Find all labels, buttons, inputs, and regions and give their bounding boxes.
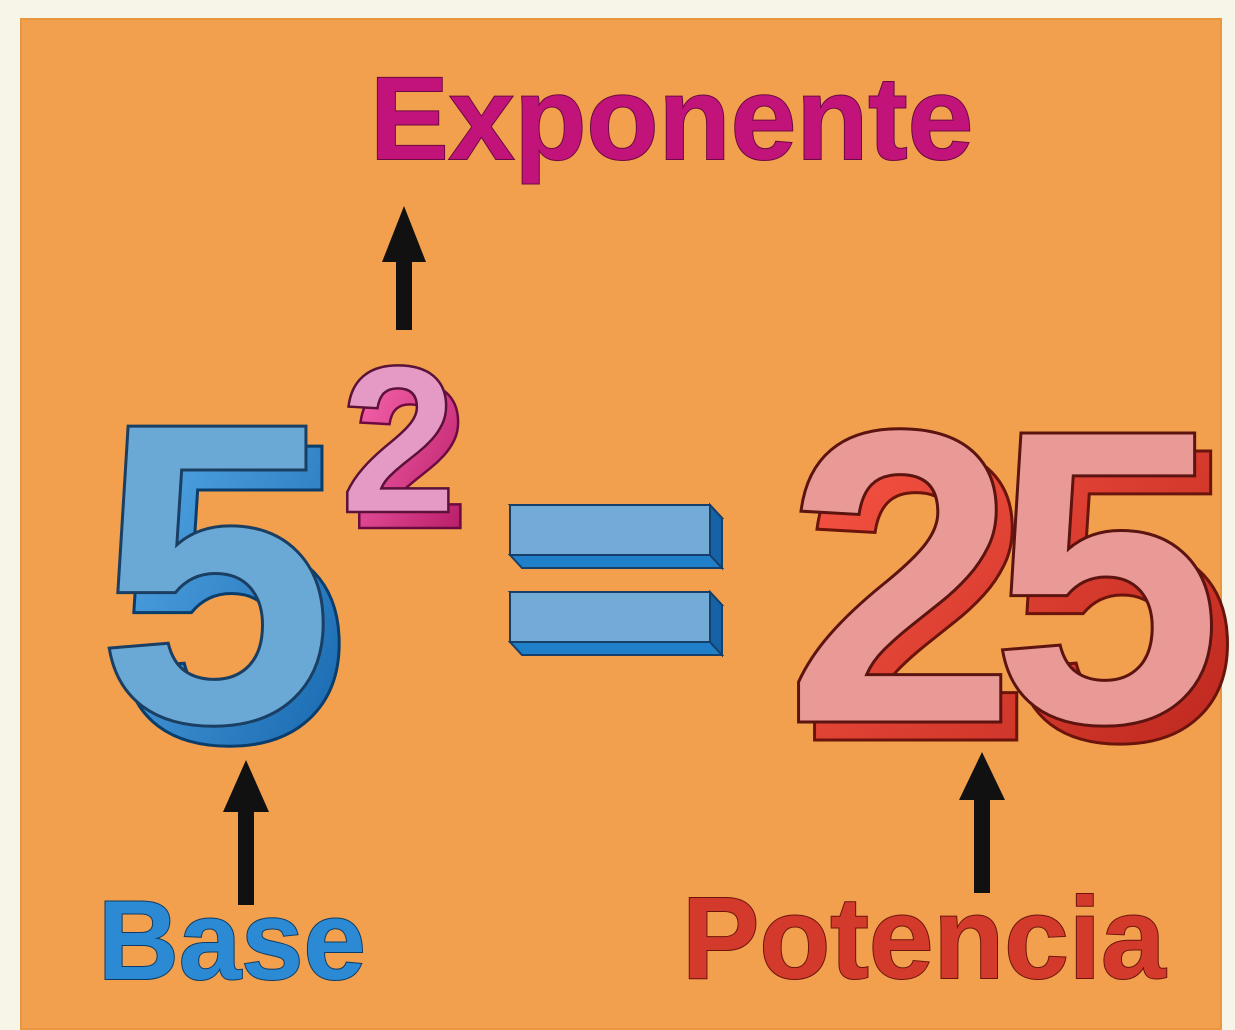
base-digit: 5 5 bbox=[95, 333, 353, 836]
result-number: 25 25 bbox=[783, 342, 1235, 832]
base-digit-side: 5 bbox=[112, 354, 351, 834]
result-number-side: 25 bbox=[800, 361, 1229, 830]
exponent-label: Exponente bbox=[369, 53, 974, 185]
base-arrow-icon bbox=[223, 760, 269, 905]
exponent-digit: 2 2 bbox=[339, 321, 470, 575]
power-label: Potencia bbox=[681, 873, 1166, 1003]
equals-sign: = bbox=[507, 502, 725, 658]
result-number-face: 25 bbox=[784, 343, 1213, 812]
base-label: Base bbox=[97, 878, 367, 1003]
exponent-digit-side: 2 bbox=[352, 338, 469, 573]
exponent-arrow-icon bbox=[382, 206, 426, 330]
power-arrow-icon bbox=[959, 752, 1005, 893]
exponent-digit-face: 2 bbox=[340, 322, 457, 557]
base-digit-face: 5 bbox=[96, 334, 335, 814]
